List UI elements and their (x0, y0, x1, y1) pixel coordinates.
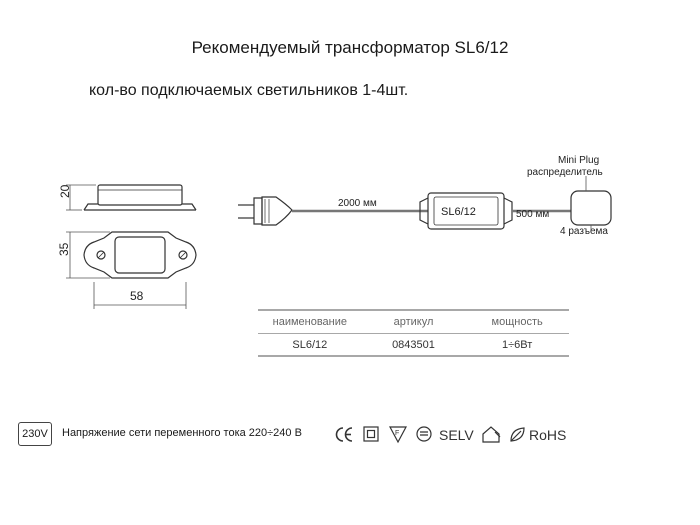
cell-power: 1÷6Вт (501, 339, 533, 351)
table-header-row: наименование артикул мощность (258, 311, 569, 328)
power-plug (238, 196, 293, 226)
thermal-icon (416, 426, 432, 442)
indoor-use-icon (482, 426, 501, 443)
main-cable-length: 2000 мм (338, 198, 377, 209)
plug-ports: 4 разъема (560, 226, 608, 237)
spec-table: наименование артикул мощность SL6/12 084… (258, 309, 569, 357)
dimension-depth (66, 231, 110, 279)
cell-article: 0843501 (392, 339, 435, 351)
cell-name: SL6/12 (292, 339, 328, 351)
selv-icon: SELV (439, 427, 474, 443)
fixture-count-note: кол-во подключаемых светильников 1-4шт. (89, 82, 409, 99)
plug-subtitle: распределитель (527, 167, 603, 178)
table-rule-top (258, 309, 569, 311)
transformer-top-view (83, 231, 197, 279)
table-rule-bottom (258, 355, 569, 357)
output-cable-length: 500 мм (516, 209, 549, 220)
table-rule-mid (258, 333, 569, 334)
transformer-label: SL6/12 (441, 206, 476, 218)
mini-plug-distributor (570, 176, 612, 230)
plug-title: Mini Plug (558, 155, 599, 166)
f-mark-letter: F (395, 430, 399, 437)
ce-icon (335, 427, 353, 442)
header-article: артикул (393, 316, 434, 328)
class-ii-icon (363, 426, 379, 442)
voltage-description: Напряжение сети переменного тока 220÷240… (62, 427, 302, 439)
leaf-icon (510, 427, 525, 442)
dim-depth-label: 35 (57, 242, 71, 256)
certification-icons: F SELV RoHS (335, 426, 566, 444)
table-row: SL6/12 0843501 1÷6Вт (258, 334, 569, 351)
page-title: Рекомендуемый трансформатор SL6/12 (191, 38, 509, 57)
dim-height-label: 20 (58, 184, 72, 198)
header-name: наименование (272, 316, 348, 328)
voltage-badge: 230V (18, 422, 52, 446)
rohs-icon: RoHS (529, 427, 566, 443)
dimension-height (66, 184, 96, 211)
dim-width-label: 58 (130, 289, 144, 303)
header-power: мощность (491, 316, 543, 328)
f-mark-icon (389, 426, 407, 444)
dimension-width (93, 282, 187, 309)
transformer-side-view (83, 184, 197, 211)
